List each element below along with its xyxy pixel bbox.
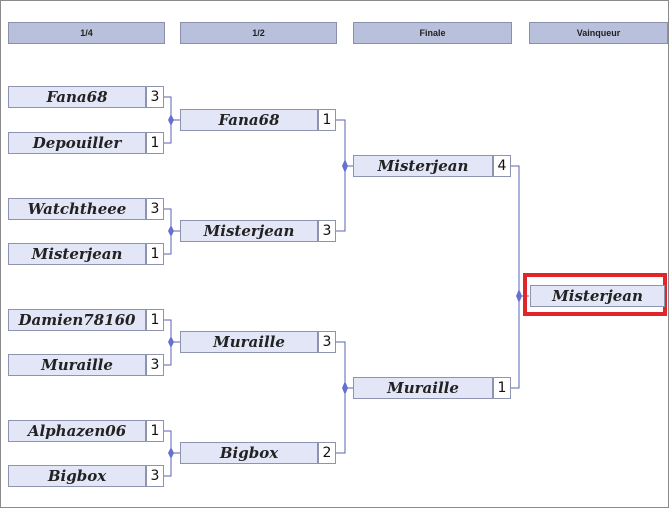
- qf-score-8: 3: [146, 465, 164, 487]
- round-header-quarterfinal: 1/4: [8, 22, 165, 44]
- sf-score-1: 1: [318, 109, 336, 131]
- qf-player-2: Depouiller: [8, 132, 146, 154]
- qf-score-7: 1: [146, 420, 164, 442]
- diamond-final: [516, 289, 522, 303]
- sf-player-1: Fana68: [180, 109, 318, 131]
- qf-score-6: 3: [146, 354, 164, 376]
- final-score-1: 4: [493, 155, 511, 177]
- round-header-winner: Vainqueur: [529, 22, 668, 44]
- sf-player-3: Muraille: [180, 331, 318, 353]
- connector-sf2: [336, 341, 353, 454]
- qf-player-1: Fana68: [8, 86, 146, 108]
- sf-score-2: 3: [318, 220, 336, 242]
- diamond-qf2: [168, 225, 174, 237]
- qf-player-7: Alphazen06: [8, 420, 146, 442]
- winner-highlight: [523, 273, 667, 316]
- winner-player: Misterjean: [530, 285, 665, 307]
- diamond-sf2: [342, 381, 348, 395]
- qf-score-3: 3: [146, 198, 164, 220]
- sf-score-3: 3: [318, 331, 336, 353]
- diamond-qf4: [168, 447, 174, 459]
- sf-score-4: 2: [318, 442, 336, 464]
- final-player-2: Muraille: [353, 377, 493, 399]
- round-header-semifinal: 1/2: [180, 22, 337, 44]
- sf-player-2: Misterjean: [180, 220, 318, 242]
- round-header-final: Finale: [353, 22, 512, 44]
- diamond-qf1: [168, 114, 174, 126]
- final-score-2: 1: [493, 377, 511, 399]
- qf-score-1: 3: [146, 86, 164, 108]
- qf-score-4: 1: [146, 243, 164, 265]
- diamond-qf3: [168, 336, 174, 348]
- diamond-sf1: [342, 159, 348, 173]
- final-player-1: Misterjean: [353, 155, 493, 177]
- qf-player-3: Watchtheee: [8, 198, 146, 220]
- connector-sf1: [336, 119, 353, 232]
- qf-player-4: Misterjean: [8, 243, 146, 265]
- sf-player-4: Bigbox: [180, 442, 318, 464]
- qf-score-2: 1: [146, 132, 164, 154]
- qf-player-6: Muraille: [8, 354, 146, 376]
- qf-player-8: Bigbox: [8, 465, 146, 487]
- qf-player-5: Damien78160: [8, 309, 146, 331]
- qf-score-5: 1: [146, 309, 164, 331]
